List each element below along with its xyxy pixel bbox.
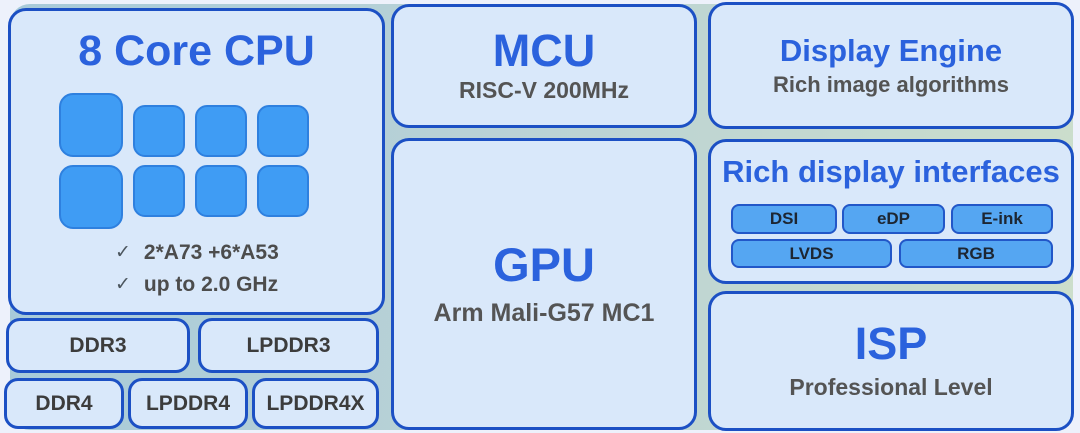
gpu-title: GPU	[493, 237, 595, 291]
gpu-subtitle: Arm Mali-G57 MC1	[433, 298, 655, 327]
cpu-core-grid	[59, 93, 309, 229]
cpu-core-big	[59, 165, 123, 229]
gpu-block: GPU Arm Mali-G57 MC1	[391, 138, 697, 430]
isp-block: ISP Professional Level	[708, 291, 1074, 431]
cpu-block: 8 Core CPU ✓ 2*A73 +6*A53 ✓ up to 2.0 GH…	[8, 8, 385, 315]
display-engine-title: Display Engine	[779, 32, 1003, 68]
memory-block-lpddr4x: LPDDR4X	[252, 378, 379, 429]
cpu-title: 8 Core CPU	[78, 27, 315, 75]
cpu-core-big	[59, 93, 123, 157]
mcu-title: MCU	[492, 25, 596, 76]
cpu-core-small	[133, 105, 185, 157]
isp-subtitle: Professional Level	[789, 374, 993, 400]
memory-block-lpddr3: LPDDR3	[198, 318, 379, 373]
cpu-core-small	[133, 165, 185, 217]
cpu-core-small	[195, 105, 247, 157]
isp-title: ISP	[854, 318, 928, 369]
cpu-core-small	[257, 165, 309, 217]
check-icon: ✓	[115, 274, 131, 295]
mcu-block: MCU RISC-V 200MHz	[391, 4, 697, 128]
check-icon: ✓	[115, 242, 131, 263]
interface-chip-rgb: RGB	[899, 239, 1053, 268]
interface-chip-eink: E-ink	[951, 204, 1053, 234]
interface-chip-dsi: DSI	[731, 204, 837, 234]
memory-block-lpddr4: LPDDR4	[128, 378, 248, 429]
cpu-feature-line: ✓ 2*A73 +6*A53	[115, 237, 279, 268]
display-engine-block: Display Engine Rich image algorithms	[708, 2, 1074, 129]
cpu-core-small	[195, 165, 247, 217]
cpu-core-row-2	[59, 165, 309, 229]
memory-block-ddr3: DDR3	[6, 318, 190, 373]
cpu-feature-text: 2*A73 +6*A53	[143, 240, 279, 264]
cpu-feature-text: up to 2.0 GHz	[143, 272, 279, 296]
display-interfaces-block: Rich display interfaces DSI eDP E-ink LV…	[708, 139, 1074, 284]
cpu-core-row-1	[59, 93, 309, 157]
interface-chip-lvds: LVDS	[731, 239, 892, 268]
display-interfaces-title: Rich display interfaces	[722, 154, 1060, 189]
cpu-core-small	[257, 105, 309, 157]
memory-block-ddr4: DDR4	[4, 378, 124, 429]
mcu-subtitle: RISC-V 200MHz	[459, 77, 629, 103]
interface-chip-edp: eDP	[842, 204, 945, 234]
display-engine-subtitle: Rich image algorithms	[773, 71, 1009, 97]
cpu-feature-list: ✓ 2*A73 +6*A53 ✓ up to 2.0 GHz	[115, 237, 279, 301]
cpu-feature-line: ✓ up to 2.0 GHz	[115, 269, 279, 300]
